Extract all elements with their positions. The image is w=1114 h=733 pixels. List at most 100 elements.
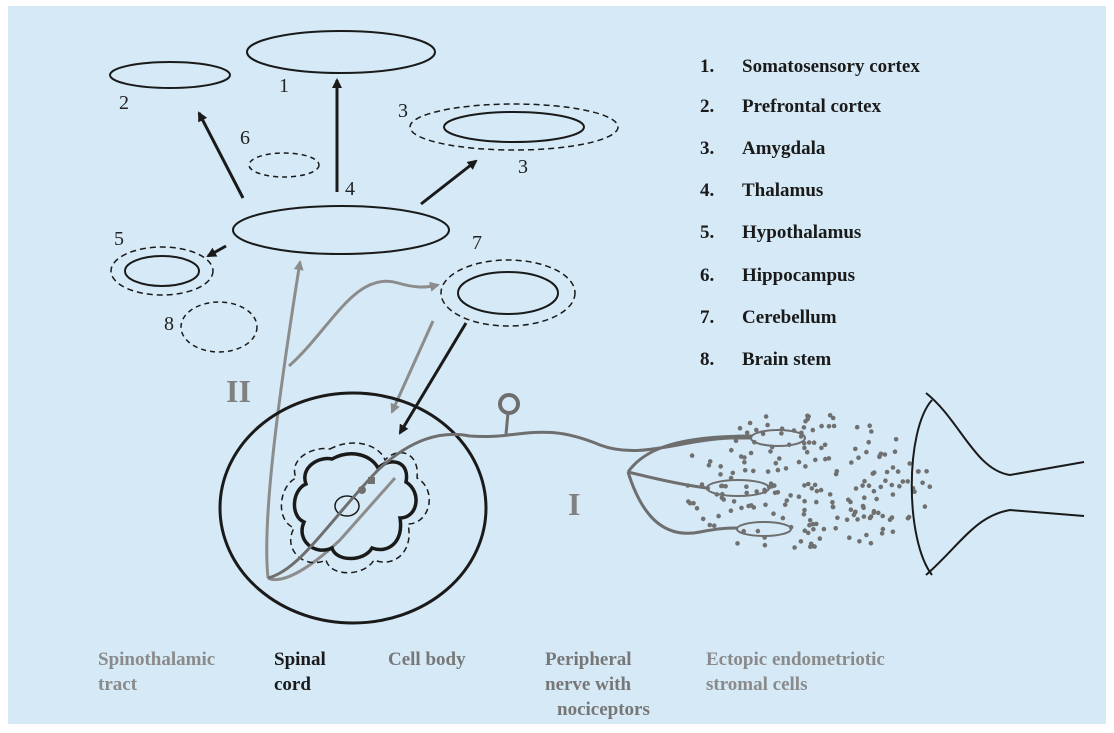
ectopic-cell-dot xyxy=(756,529,761,534)
brain-stem-dashed-ellipse xyxy=(181,302,257,352)
ectopic-cell-dot xyxy=(864,533,869,538)
ectopic-cell-dot xyxy=(928,484,933,489)
pathway-label-ii: II xyxy=(226,373,251,409)
legend-number: 7. xyxy=(700,307,742,329)
caption-line: nociceptors xyxy=(545,697,650,722)
ectopic-cell-dot xyxy=(880,514,885,519)
ectopic-cell-dot xyxy=(764,414,769,419)
label-region-5: 5 xyxy=(114,228,124,250)
ectopic-cell-dot xyxy=(792,428,797,433)
ectopic-cell-dot xyxy=(879,452,884,457)
ectopic-cell-dot xyxy=(872,489,877,494)
legend-item-8: 8.Brain stem xyxy=(700,349,831,371)
ectopic-cell-dot xyxy=(862,495,867,500)
label-region-7: 7 xyxy=(472,232,482,254)
caption-line: tract xyxy=(98,672,215,697)
ectopic-cell-dot xyxy=(802,425,807,430)
ectopic-cell-dot xyxy=(888,517,893,522)
legend-label: Somatosensory cortex xyxy=(742,56,920,77)
pathway-label-i: I xyxy=(568,486,580,522)
caption-line: cord xyxy=(274,672,326,697)
hippocampus-dashed-ellipse xyxy=(249,153,319,177)
caption-peripheral-nerve: Peripheral nerve with nociceptors xyxy=(545,647,650,722)
ectopic-cell-dot xyxy=(881,527,886,532)
ectopic-cell-dot xyxy=(905,479,910,484)
ectopic-cell-dot xyxy=(827,456,832,461)
synapse-terminal xyxy=(368,477,375,484)
somatosensory-cortex-ellipse xyxy=(247,31,435,73)
ectopic-cell-dot xyxy=(906,516,911,521)
caption-ectopic-cells: Ectopic endometriotic stromal cells xyxy=(706,647,885,697)
spinothalamic-lower-loop xyxy=(268,478,395,580)
ectopic-cell-dot xyxy=(885,470,890,475)
ectopic-cell-dot xyxy=(923,504,928,509)
ectopic-cell-dot xyxy=(920,481,925,486)
legend-item-7: 7.Cerebellum xyxy=(700,307,837,329)
ectopic-cell-dot xyxy=(818,536,823,541)
ectopic-cell-dot xyxy=(780,426,785,431)
ectopic-cell-dot xyxy=(845,518,850,523)
ectopic-cell-dot xyxy=(869,429,874,434)
cerebellum-outer-dashed xyxy=(441,260,575,326)
ectopic-cell-dot xyxy=(867,483,872,488)
hypothalamus-ellipse xyxy=(125,256,199,286)
spinothalamic-branch-to-cerebellum xyxy=(289,281,438,366)
caption-line: Ectopic endometriotic xyxy=(706,647,885,672)
ectopic-cell-dot xyxy=(744,491,749,496)
ectopic-cell-dot xyxy=(831,504,836,509)
ectopic-cell-dot xyxy=(883,478,888,483)
ectopic-cell-dot xyxy=(807,440,812,445)
legend-label: Hippocampus xyxy=(742,265,855,286)
ectopic-cell-dot xyxy=(912,489,917,494)
legend-number: 1. xyxy=(700,56,742,78)
ectopic-cell-dot xyxy=(797,460,802,465)
legend-number: 5. xyxy=(700,222,742,244)
prefrontal-cortex-ellipse xyxy=(110,62,230,88)
label-region-2: 2 xyxy=(119,92,129,114)
ectopic-cell-dot xyxy=(787,443,792,448)
ectopic-cell-dot xyxy=(739,454,744,459)
legend-number: 2. xyxy=(700,96,742,118)
ectopic-cell-dot xyxy=(811,527,816,532)
ectopic-cell-dot xyxy=(855,517,860,522)
ectopic-cell-dot xyxy=(806,482,811,487)
ectopic-cell-dot xyxy=(784,466,789,471)
caption-spinothalamic-tract: Spinothalamic tract xyxy=(98,647,215,697)
nerve-branch-middle xyxy=(628,472,707,488)
ectopic-cell-dot xyxy=(777,456,782,461)
ectopic-cell-dot xyxy=(811,428,816,433)
label-region-8: 8 xyxy=(164,313,174,335)
legend-item-4: 4.Thalamus xyxy=(700,180,823,202)
ectopic-cell-dot xyxy=(686,499,691,504)
ectopic-cell-dot xyxy=(907,461,912,466)
ectopic-cell-dot xyxy=(869,514,874,519)
ectopic-cell-dot xyxy=(802,446,807,451)
ectopic-cell-dot xyxy=(876,511,881,516)
cell-body-soma xyxy=(500,395,518,413)
ectopic-cell-dot xyxy=(916,469,921,474)
ectopic-cell-dot xyxy=(783,502,788,507)
ectopic-cell-dot xyxy=(762,488,767,493)
legend-item-1: 1.Somatosensory cortex xyxy=(700,56,920,78)
ectopic-cell-dot xyxy=(690,453,695,458)
arrow-thalamus-to-hypothalamus xyxy=(208,246,226,256)
ectopic-cell-dot xyxy=(743,468,748,473)
ectopic-cell-dot xyxy=(848,500,853,505)
ectopic-cell-dot xyxy=(712,523,717,528)
ectopic-cell-dot xyxy=(819,488,824,493)
amygdala-outer-dashed xyxy=(410,104,618,150)
ectopic-cell-dot xyxy=(855,425,860,430)
caption-line: Spinal xyxy=(274,647,326,672)
ectopic-cell-dot xyxy=(812,440,817,445)
caption-spinal-cord: Spinal cord xyxy=(274,647,326,697)
caption-cell-body: Cell body xyxy=(388,647,466,672)
ectopic-cell-dot xyxy=(752,440,757,445)
ectopic-cell-dot xyxy=(729,508,734,513)
legend-item-3: 3.Amygdala xyxy=(700,138,825,160)
ectopic-cell-dot xyxy=(808,518,813,523)
ectopic-cell-dot xyxy=(752,505,757,510)
ectopic-cell-dot xyxy=(803,464,808,469)
ectopic-cell-dot xyxy=(832,424,837,429)
ectopic-cell-dot xyxy=(806,414,811,419)
ectopic-cell-dot xyxy=(867,423,872,428)
